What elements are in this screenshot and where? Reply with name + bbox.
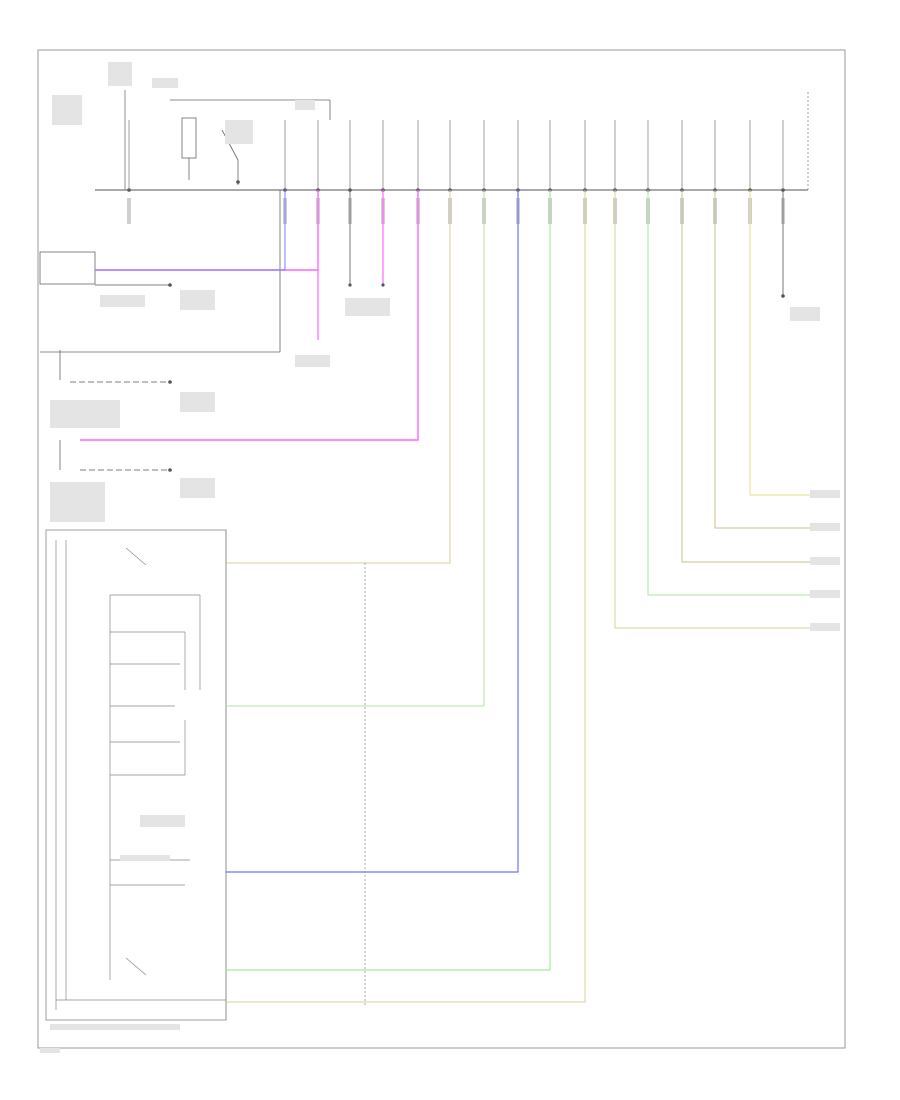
- illegible-label: [790, 307, 820, 321]
- wire-yellow-r1: [749, 190, 840, 496]
- wire-magenta-long: [80, 190, 419, 441]
- illegible-label: [810, 623, 840, 631]
- illegible-label: [120, 855, 170, 861]
- illegible-label: [52, 95, 82, 125]
- illegible-label: [810, 523, 840, 531]
- illegible-label: [50, 1024, 180, 1030]
- illegible-label: [295, 355, 330, 367]
- wire-tan-r2: [714, 190, 840, 529]
- illegible-label: [180, 290, 215, 310]
- wire-tan-2: [226, 190, 586, 1003]
- wire-green-2: [226, 190, 551, 971]
- illegible-label: [100, 295, 145, 307]
- wire-blue-1: [226, 190, 519, 873]
- wire-tan-r5: [614, 190, 840, 629]
- left-module: [39, 251, 96, 285]
- illegible-label: [295, 100, 315, 110]
- illegible-label: [810, 557, 840, 565]
- diagram-frame: [37, 49, 846, 1049]
- wire-green-1: [226, 190, 485, 707]
- illegible-label: [152, 78, 178, 88]
- illegible-label: [50, 400, 120, 428]
- illegible-label: [180, 478, 215, 498]
- wire-blue-module: [95, 190, 286, 271]
- illegible-label: [50, 482, 105, 522]
- ignition-switch-block: [124, 90, 331, 190]
- wire-tan-1: [226, 190, 451, 564]
- label-marks: [40, 62, 840, 1053]
- illegible-label: [180, 392, 215, 412]
- wire-tan-r3: [681, 190, 840, 563]
- illegible-label: [140, 815, 185, 827]
- illegible-label: [810, 590, 840, 598]
- illegible-label: [40, 1048, 60, 1053]
- illegible-label: [345, 298, 390, 316]
- illegible-label: [108, 62, 132, 86]
- illegible-label: [225, 120, 253, 144]
- wire-code-mark: [127, 198, 131, 224]
- wire-green-r4: [647, 190, 840, 596]
- illegible-label: [810, 490, 840, 498]
